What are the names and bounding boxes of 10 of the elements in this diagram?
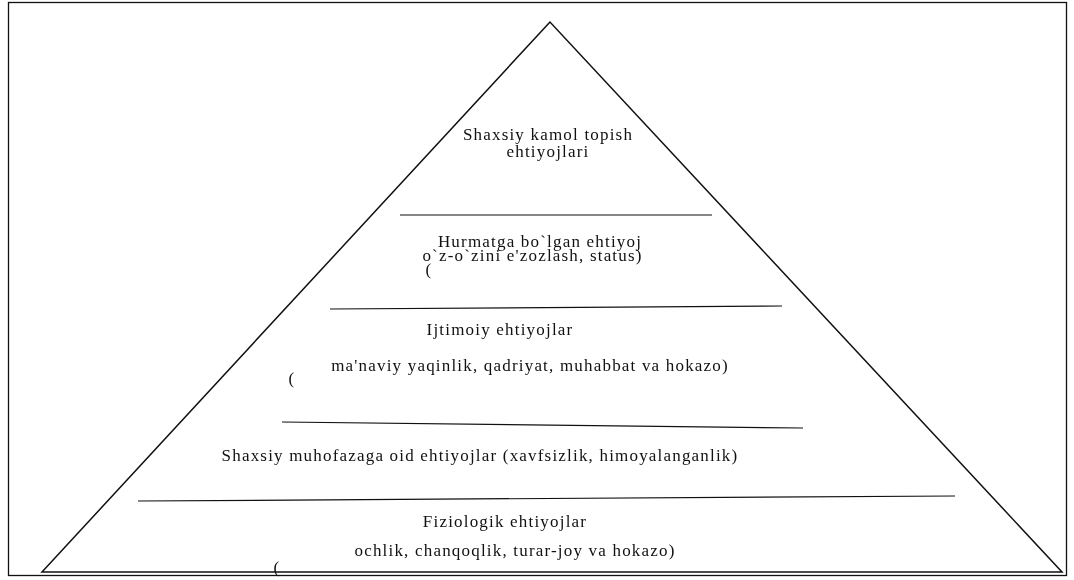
tier-label: Shaxsiy muhofazaga oid ehtiyojlar (xavfsizlik, himoyalanganlik)	[220, 445, 740, 467]
tier-label: ma'naviy yaqinlik, qadriyat, muhabbat va hokazo)	[330, 355, 730, 377]
tier-label: (	[425, 262, 433, 277]
tier-label: Fiziologik ehtiyojlar	[421, 512, 589, 532]
tier-label: Ijtimoiy ehtiyojlar	[425, 320, 575, 340]
tier-label: ochlik, chanqoqlik, turar-joy va hokazo)	[353, 541, 677, 561]
tier-label: (	[287, 369, 297, 389]
tier-label: Shaxsiy kamol topish ehtiyojlari	[461, 126, 635, 160]
tier-label: Hurmatga bo`lgan ehtiyoj	[437, 233, 644, 250]
tier-label: (	[272, 558, 282, 578]
